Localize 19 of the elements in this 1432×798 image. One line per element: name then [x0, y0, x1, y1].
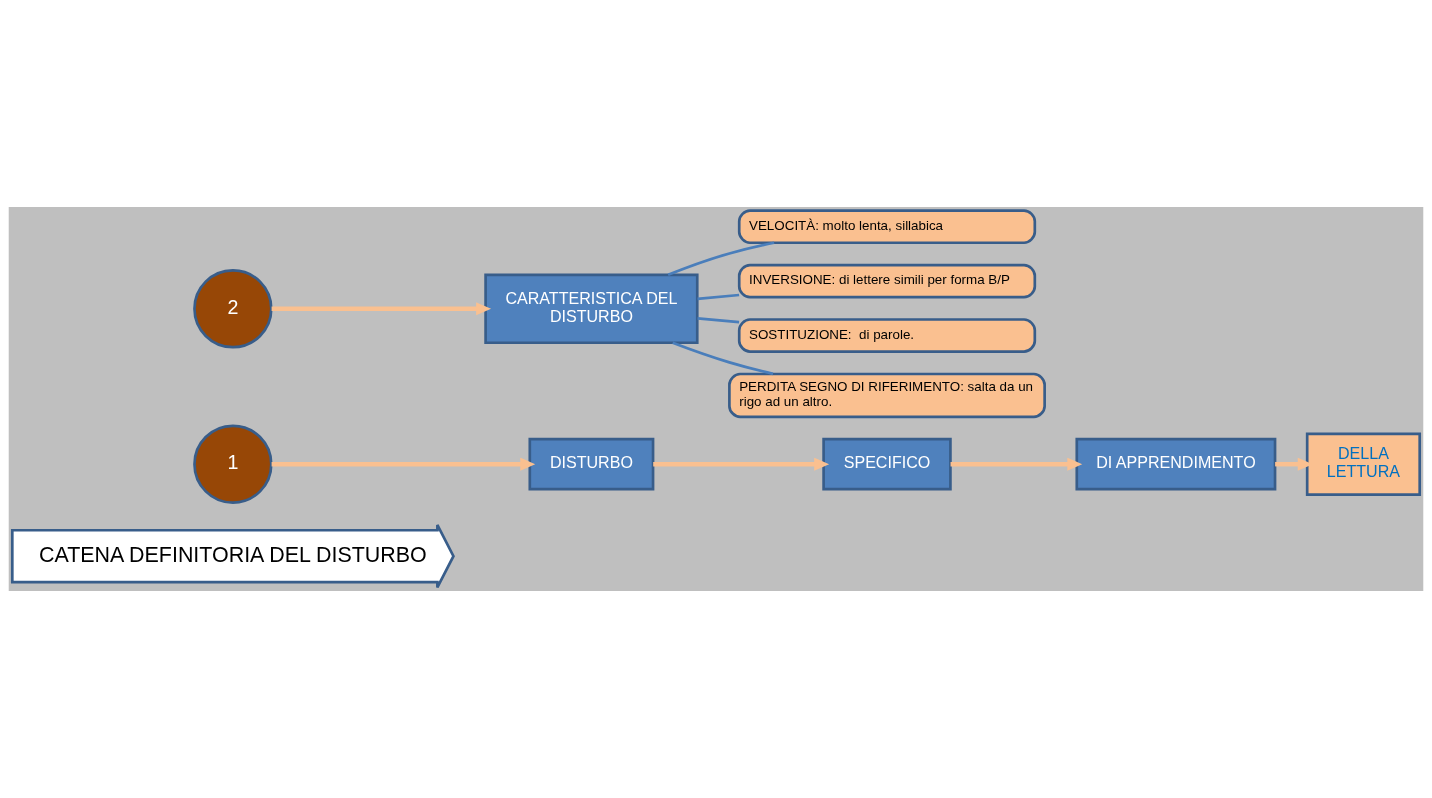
node-box: DI APPRENDIMENTO — [1075, 437, 1277, 491]
connector — [667, 241, 775, 277]
node-box: INVERSIONE: di lettere simili per forma B/P — [737, 263, 1037, 299]
arrow — [653, 457, 830, 471]
connector — [697, 293, 740, 301]
connector — [697, 317, 740, 324]
node-box: PERDITA SEGNO DI RIFERIMENTO: salta da un rigo ad un altro. — [728, 372, 1046, 419]
node-box: DISTURBO — [528, 437, 655, 491]
node-circle: 2 — [193, 269, 273, 349]
node-box: CARATTERISTICA DEL DISTURBO — [484, 273, 699, 345]
arrow — [950, 457, 1083, 471]
connector — [672, 341, 774, 376]
arrow — [271, 457, 536, 471]
node-box: SPECIFICO — [822, 437, 952, 491]
node-box: DELLA LETTURA — [1305, 432, 1422, 496]
node-box: VELOCITÀ: molto lenta, sillabica — [737, 209, 1037, 245]
node-circle: 1 — [193, 424, 273, 504]
arrow — [271, 302, 492, 316]
node-box: SOSTITUZIONE: di parole. — [737, 318, 1037, 353]
